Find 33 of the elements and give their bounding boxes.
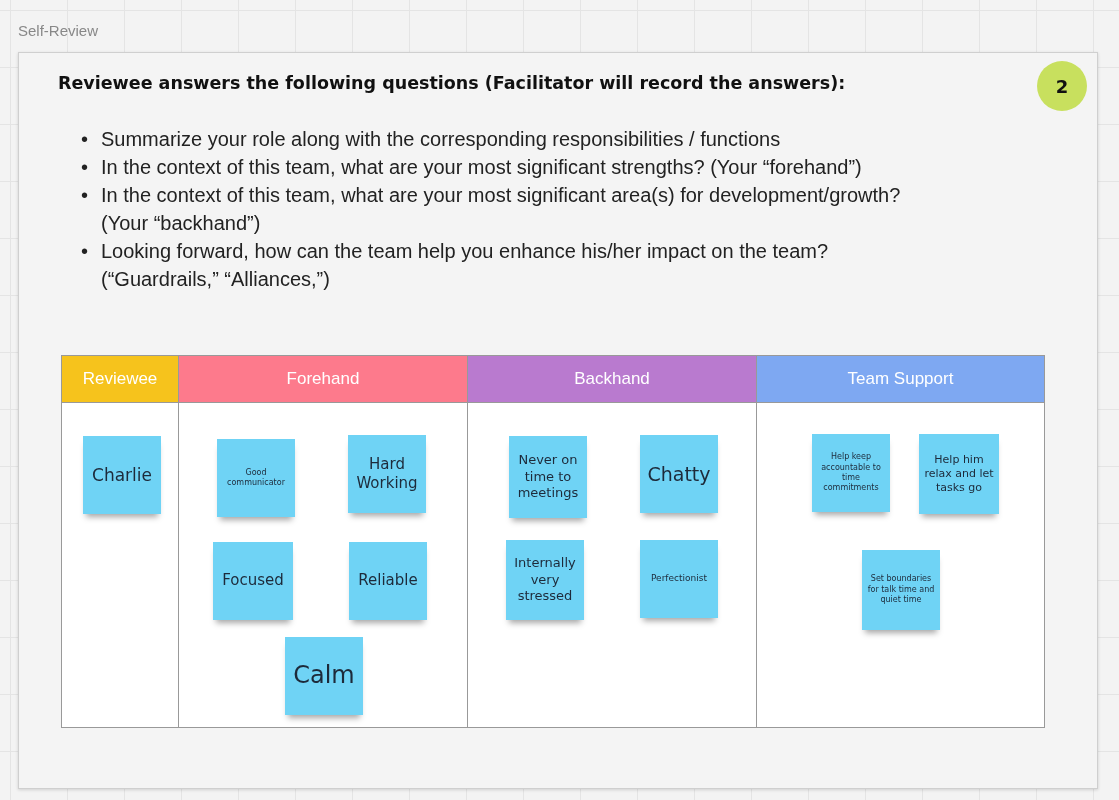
column-header: Team Support: [757, 356, 1044, 403]
bullet-marker: •: [81, 127, 89, 152]
table-column: [467, 355, 757, 728]
sticky-note: Hard Working: [348, 435, 426, 513]
heading: Reviewee answers the following questions (Facilitator will record the answers):: [58, 73, 846, 93]
sticky-note: Internally very stressed: [506, 540, 584, 620]
sticky-note: Chatty: [640, 435, 718, 513]
column-header: Reviewee: [62, 356, 178, 403]
sticky-note: Set boundaries for talk time and quiet time: [862, 550, 940, 630]
bullet-marker: •: [81, 239, 89, 264]
bullet-item: Summarize your role along with the corresponding responsibilities / functions: [101, 127, 782, 152]
frame-card: [18, 52, 1098, 789]
table-column: [61, 355, 179, 728]
sticky-note: Help keep accountable to time commitments: [812, 434, 890, 512]
bullet-marker: •: [81, 155, 89, 180]
table-column: [178, 355, 468, 728]
frame-title: Self-Review: [18, 22, 99, 39]
bullet-item: In the context of this team, what are your most significant strengths? (Your “forehand”): [101, 155, 863, 180]
number-badge: 2: [1037, 61, 1087, 111]
sticky-note: Help him relax and let tasks go: [919, 434, 999, 514]
table-column: [756, 355, 1045, 728]
sticky-note: Focused: [213, 542, 293, 620]
sticky-note: Calm: [285, 637, 363, 715]
column-header: Backhand: [468, 356, 756, 403]
column-header: Forehand: [179, 356, 467, 403]
bullet-marker: •: [81, 183, 89, 208]
sticky-note: Reliable: [349, 542, 427, 620]
bullet-item: Looking forward, how can the team help you enhance his/her impact on the team? (“Guardrails,” “Alliances,”): [101, 239, 830, 292]
sticky-note: Good communicator: [217, 439, 295, 517]
bullet-item: In the context of this team, what are your most significant area(s) for development/growth? (Your “backhand”): [101, 183, 902, 236]
sticky-note: Perfectionist: [640, 540, 718, 618]
sticky-note: Charlie: [83, 436, 161, 514]
sticky-note: Never on time to meetings: [509, 436, 587, 518]
